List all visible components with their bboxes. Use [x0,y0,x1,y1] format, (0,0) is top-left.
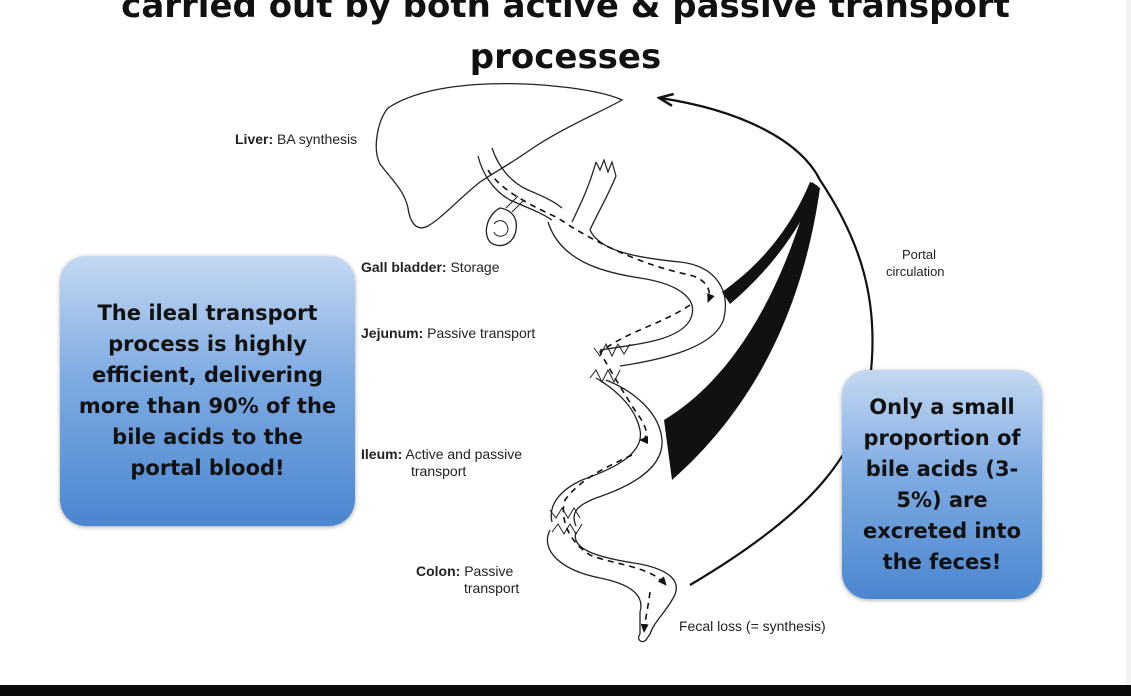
portal-label-line1: Portal [902,247,936,262]
slide-title-line-2: processes [469,37,662,77]
ileum-flow-path [562,454,667,586]
bottom-bar [0,685,1131,696]
ileum-label: Ileum: Active and passive [361,446,523,462]
gallbladder-shape [485,207,518,247]
fecal-loss-label: Fecal loss (= synthesis) [679,618,826,634]
ileal-transport-callout-text: The ileal transport process is highly ef… [78,301,337,480]
colon-end [638,633,651,643]
jejunum-flow-path [598,304,691,444]
fecal-excretion-callout: Only a small proportion of bile acids (3… [842,370,1042,599]
portal-circulation-arrow [660,98,874,586]
gallbladder-label: Gall bladder: Storage [361,259,500,275]
liver-label: Liver: BA synthesis [235,131,358,147]
intestine-outline-left [546,221,694,634]
colon-flow-path [640,591,651,633]
ileum-return-band [664,182,820,480]
slide-title-line-1: carried out by both active & passive tra… [121,0,1010,26]
liver-shape [375,83,624,229]
bile-duct [477,155,553,221]
stomach-stub [595,158,617,177]
ileum-label-line2: transport [411,463,467,479]
slide-edge [1126,0,1131,685]
jejunum-label: Jejunum: Passive transport [361,325,536,341]
ileal-transport-callout: The ileal transport process is highly ef… [60,256,355,526]
colon-label: Colon: Passive [416,563,514,579]
bile-flow-path [487,169,715,303]
intestine-outline-right [573,229,726,635]
colon-label-line2: transport [464,580,520,596]
jejunum-return-band [722,182,818,304]
portal-label-line2: circulation [886,264,945,279]
fecal-excretion-callout-text: Only a small proportion of bile acids (3… [862,394,1022,574]
